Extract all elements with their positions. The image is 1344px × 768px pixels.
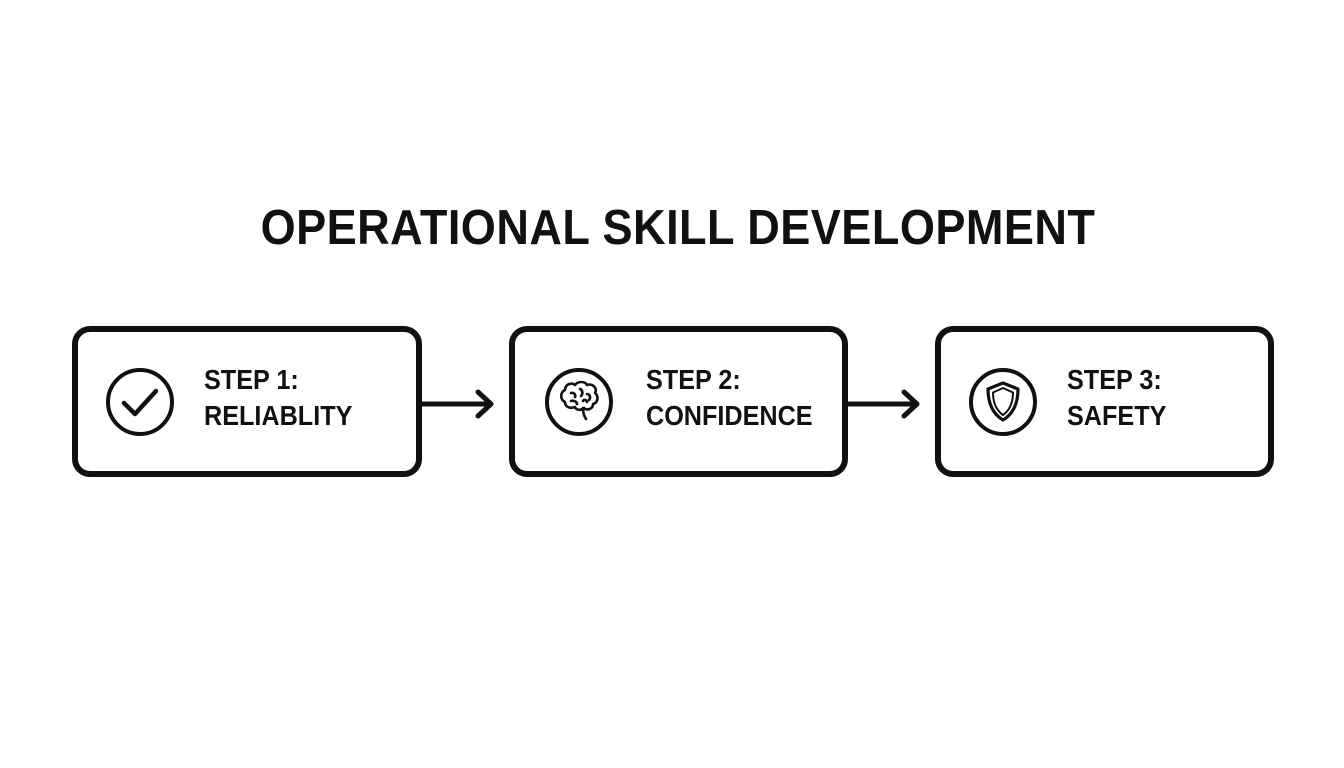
step-1-box <box>72 326 422 477</box>
step-3-name: SAFETY <box>1067 400 1167 431</box>
step-3-label: STEP 3: <box>1067 364 1162 395</box>
step-2-text: STEP 2: CONFIDENCE <box>646 362 813 434</box>
brain-icon <box>545 368 613 436</box>
step-1-label: STEP 1: <box>204 364 299 395</box>
step-2-name: CONFIDENCE <box>646 400 813 431</box>
step-1-name: RELIABLITY <box>204 400 353 431</box>
step-2-label: STEP 2: <box>646 364 741 395</box>
arrow-right-icon <box>848 389 920 419</box>
shield-icon <box>969 368 1037 436</box>
diagram-title: OPERATIONAL SKILL DEVELOPMENT <box>260 201 1096 255</box>
step-3-text: STEP 3: SAFETY <box>1067 362 1166 434</box>
step-3-box <box>935 326 1274 477</box>
checkmark-circle-icon <box>106 368 174 436</box>
step-1-text: STEP 1: RELIABLITY <box>204 362 352 434</box>
arrow-right-icon <box>422 389 494 419</box>
